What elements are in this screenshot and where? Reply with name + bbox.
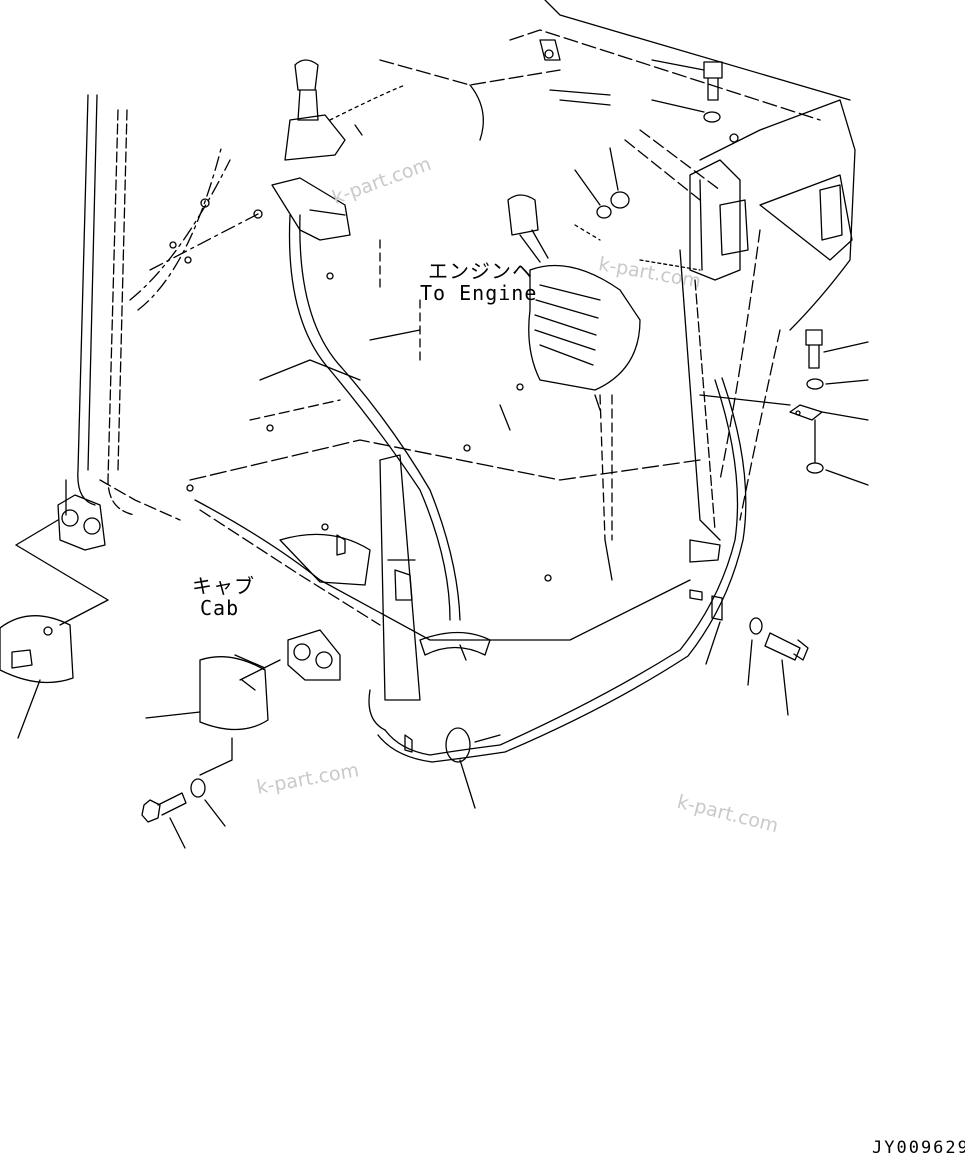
- washer-right-lower: [806, 419, 869, 486]
- right-lever: [507, 194, 701, 411]
- engine-label-en: To Engine: [420, 281, 538, 305]
- bolt-top: [651, 59, 723, 101]
- nut-spacer: [574, 147, 630, 219]
- mounting-studs: [149, 49, 739, 271]
- cable-harness-right: [368, 377, 747, 763]
- rear-panels: [369, 59, 613, 581]
- bolt-lower-left: [141, 792, 187, 849]
- cover-part-center: [145, 654, 281, 776]
- cab-label-jp: キャブ: [192, 574, 255, 598]
- hinge-bracket-left: [15, 494, 109, 626]
- cab-label-en: Cab: [200, 596, 240, 620]
- cable-harness-left: [288, 214, 461, 621]
- left-lever: [271, 59, 406, 241]
- cover-part-left: [0, 615, 74, 739]
- drawing-code: JY009629: [872, 1138, 965, 1158]
- bolt-right-side: [805, 329, 869, 369]
- washer-right-side: [806, 378, 869, 390]
- support-column: [379, 454, 491, 701]
- floor-plate: [186, 272, 701, 641]
- washer-floor-right: [705, 617, 763, 686]
- right-frame: [509, 0, 856, 563]
- washer-top: [651, 99, 721, 123]
- washer-lower-left: [190, 778, 226, 827]
- bolt-floor-right: [764, 632, 809, 716]
- hinge-bracket-center: [287, 629, 341, 681]
- cab-left-pillar: [65, 94, 231, 521]
- cable-clamp: [689, 589, 723, 621]
- engine-label-jp: エンジンヘ: [428, 259, 533, 283]
- grommet-leader: [459, 759, 476, 809]
- bracket-right-side: [699, 394, 869, 421]
